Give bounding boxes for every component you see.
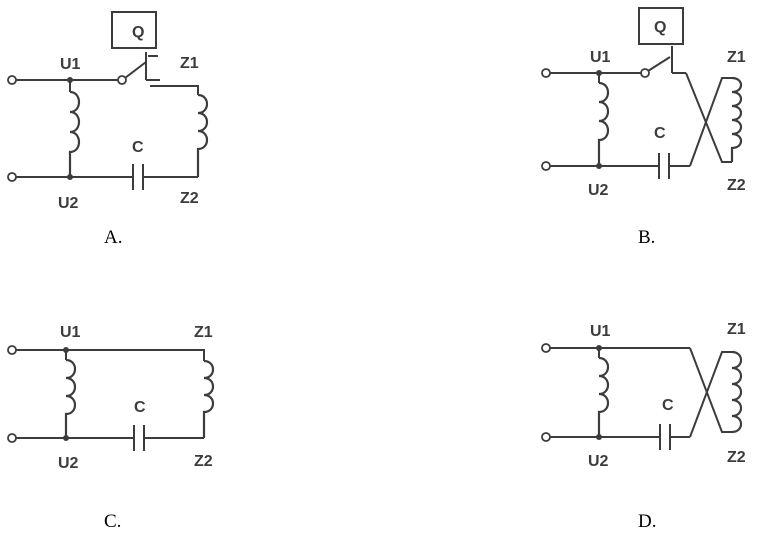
capacitor	[659, 424, 671, 450]
switch-q	[647, 50, 686, 74]
terminal-top	[7, 345, 17, 355]
u-coil	[597, 356, 610, 437]
cross-wire-1	[685, 72, 732, 163]
terminal-bottom	[7, 172, 17, 182]
label-u2-a: U2	[58, 195, 79, 212]
label-u1-a: U1	[60, 56, 81, 73]
node-u1	[596, 70, 602, 76]
q-box	[638, 7, 684, 45]
u-coil	[68, 90, 81, 177]
caption-a: A.	[104, 227, 122, 248]
label-z2-b: Z2	[727, 177, 746, 194]
node-u1	[596, 345, 602, 351]
label-u2-d: U2	[588, 453, 609, 470]
circuit-b	[541, 7, 743, 179]
cross-wire-1	[689, 347, 732, 433]
label-q-a: Q	[132, 24, 144, 41]
u-coil	[597, 81, 610, 166]
label-u2-b: U2	[588, 182, 609, 199]
u-coil	[64, 358, 77, 438]
label-z2-c: Z2	[194, 453, 213, 470]
label-z2-d: Z2	[727, 449, 746, 466]
cross-wire-2	[689, 77, 732, 167]
label-c-c: C	[134, 399, 146, 416]
switch-contact	[117, 75, 127, 85]
circuit-d	[541, 343, 743, 450]
label-z1-c: Z1	[194, 324, 213, 341]
top-wire	[16, 349, 205, 361]
caption-b: B.	[638, 227, 655, 248]
caption-d: D.	[638, 511, 656, 532]
circuit-c	[7, 345, 215, 451]
switch-contact	[640, 68, 650, 78]
z-coil	[731, 350, 743, 434]
label-c-d: C	[662, 397, 674, 414]
capacitor	[133, 425, 145, 451]
label-z2-a: Z2	[180, 190, 199, 207]
caption-c: C.	[104, 511, 121, 532]
label-c-b: C	[654, 125, 666, 142]
node-u1	[67, 77, 73, 83]
terminal-top	[541, 68, 551, 78]
z-coil	[196, 93, 209, 177]
circuit-a	[7, 11, 209, 190]
z-coil	[730, 76, 743, 162]
capacitor	[658, 153, 670, 179]
label-u2-c: U2	[58, 455, 79, 472]
z-coil	[202, 359, 215, 438]
node-u1	[63, 347, 69, 353]
terminal-bottom	[541, 432, 551, 442]
terminal-top	[541, 343, 551, 353]
capacitor	[132, 164, 144, 190]
terminal-bottom	[7, 433, 17, 443]
cross-wire-2	[689, 351, 732, 438]
label-u1-c: U1	[60, 324, 81, 341]
switch-q	[124, 55, 160, 81]
z-top-wire	[150, 85, 199, 95]
label-z1-d: Z1	[727, 321, 746, 338]
label-u1-b: U1	[590, 49, 611, 66]
label-z1-a: Z1	[180, 55, 199, 72]
label-c-a: C	[132, 139, 144, 156]
label-q-b: Q	[654, 19, 666, 36]
label-z1-b: Z1	[727, 49, 746, 66]
terminal-top	[7, 75, 17, 85]
q-box	[111, 11, 157, 49]
terminal-bottom	[541, 161, 551, 171]
label-u1-d: U1	[590, 323, 611, 340]
